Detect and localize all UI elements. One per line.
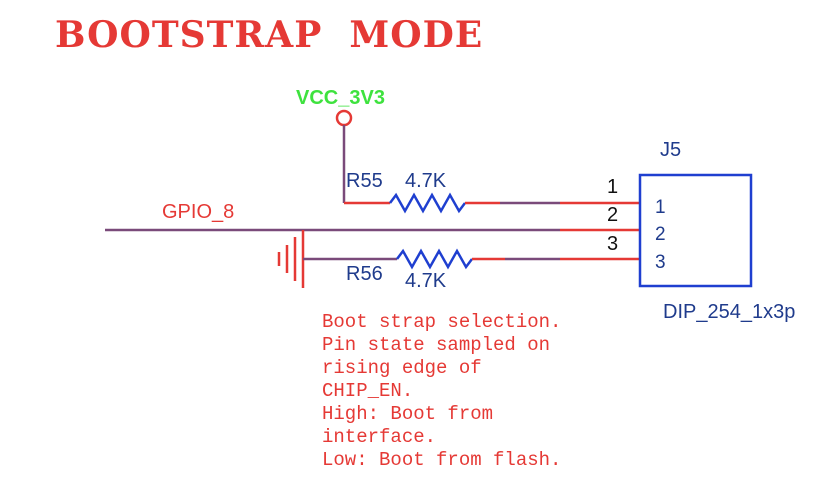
note-line: Pin state sampled on <box>322 334 550 356</box>
ground-icon <box>277 230 305 288</box>
signal-net-label: GPIO_8 <box>162 201 234 223</box>
connector-ref-label: J5 <box>660 139 681 161</box>
outer-pin-3: 3 <box>607 233 618 255</box>
inner-pin-1: 1 <box>655 197 666 218</box>
resistor-r56-icon <box>396 248 473 270</box>
inner-pin-2: 2 <box>655 224 666 245</box>
note-line: Boot strap selection. <box>322 311 561 333</box>
outer-pin-2: 2 <box>607 204 618 226</box>
page-title: BOOTSTRAP MODE <box>55 14 483 56</box>
note-line: Low: Boot from flash. <box>322 449 561 471</box>
r55-ref-label: R55 <box>346 170 383 192</box>
note-line: CHIP_EN. <box>322 380 413 402</box>
power-net-label: VCC_3V3 <box>296 87 385 109</box>
resistor-r55-icon <box>389 192 466 214</box>
connector-j5-body <box>638 173 753 288</box>
note-line: rising edge of <box>322 357 482 379</box>
note-line: High: Boot from <box>322 403 493 425</box>
r56-value-label: 4.7K <box>405 270 447 292</box>
connector-footprint-label: DIP_254_1x3p <box>663 301 795 323</box>
outer-pin-1: 1 <box>607 176 618 198</box>
power-terminal-icon <box>335 109 353 127</box>
r55-value-label: 4.7K <box>405 170 447 192</box>
r56-ref-label: R56 <box>346 263 383 285</box>
bootstrap-note: Boot strap selection. Pin state sampled … <box>322 311 561 471</box>
inner-pin-3: 3 <box>655 252 666 273</box>
note-line: interface. <box>322 426 436 448</box>
